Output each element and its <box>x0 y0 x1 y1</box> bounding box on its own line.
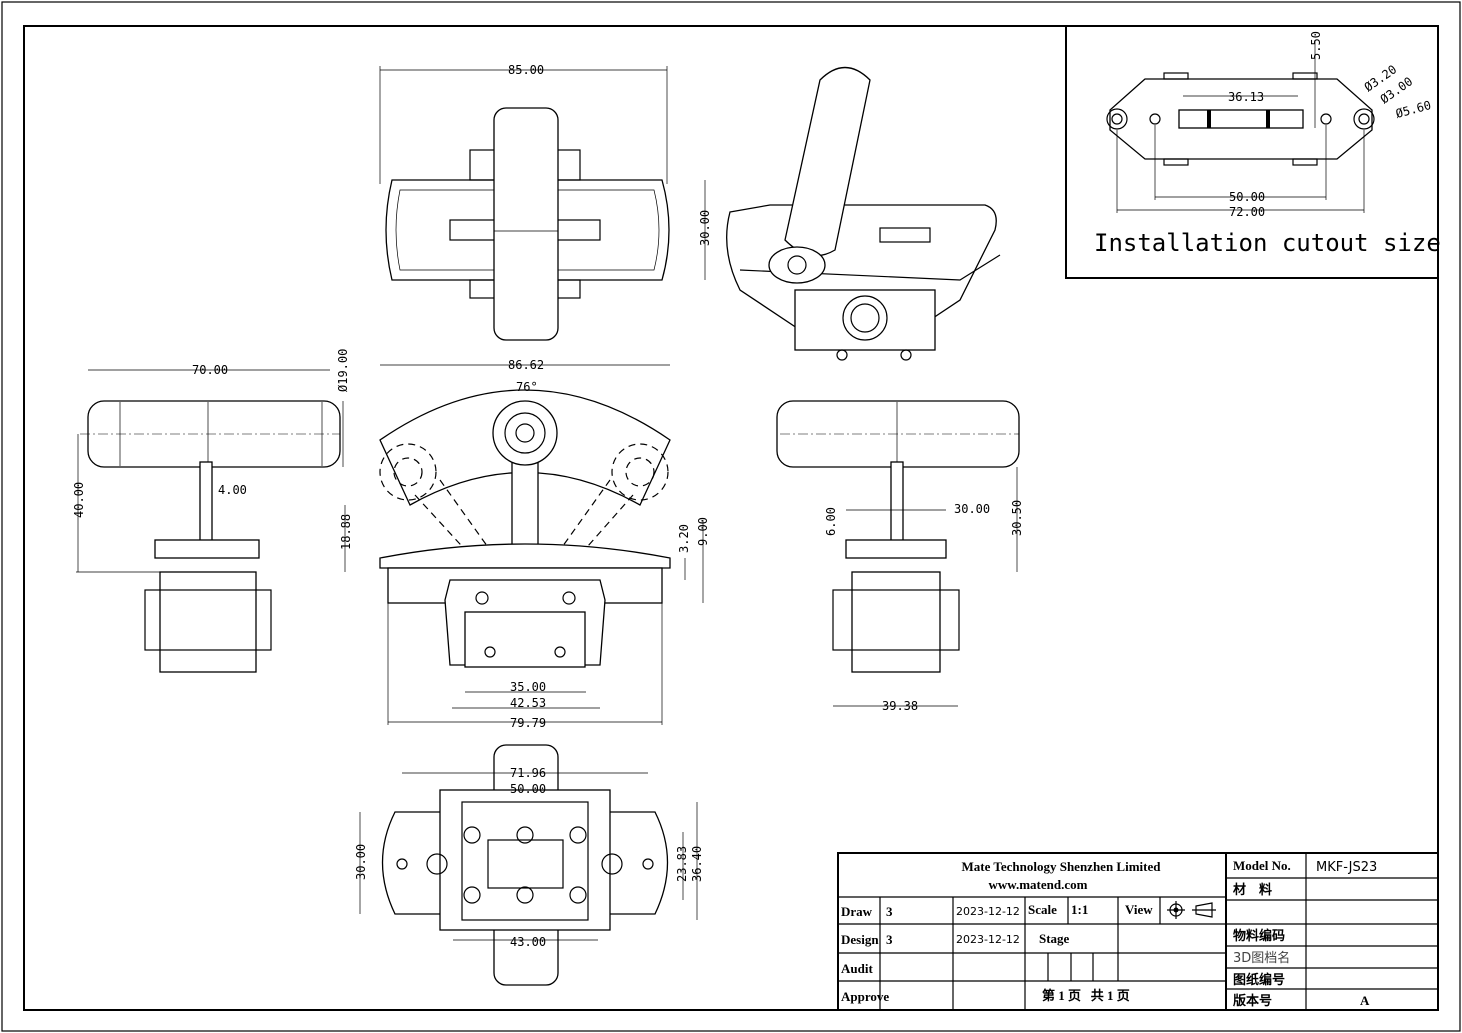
dim-top-height: 30.00 <box>698 210 712 246</box>
dim-right-w30: 30.00 <box>954 502 990 516</box>
projection-symbol-icon <box>1167 901 1216 919</box>
model-value: MKF-JS23 <box>1316 860 1377 875</box>
title-block: Mate Technology Shenzhen Limited www.mat… <box>837 852 1439 1011</box>
dim-w79: 79.79 <box>510 716 546 730</box>
dim-hole-large: Ø5.60 <box>1394 98 1433 121</box>
company-name: Mate Technology Shenzhen Limited <box>962 859 1162 874</box>
dim-bottom-w71: 71.96 <box>510 766 546 780</box>
dim-bottom-h23: 23.83 <box>675 846 689 882</box>
draw-date: 2023-12-12 <box>956 905 1020 918</box>
dim-w35: 35.00 <box>510 680 546 694</box>
approve-label: Approve <box>841 989 889 1004</box>
dim-grip-dia: Ø19.00 <box>336 349 350 392</box>
dim-top-width: 85.00 <box>508 63 544 77</box>
installation-cutout-view: 36.13 5.50 Ø3.20 Ø3.00 Ø5.60 50.00 72.00… <box>1065 25 1441 279</box>
left-side-view: 70.00 Ø19.00 4.00 40.00 <box>72 349 350 673</box>
model-label: Model No. <box>1233 858 1291 873</box>
audit-label: Audit <box>841 961 873 976</box>
dim-bottom-w50: 50.00 <box>510 782 546 796</box>
right-side-view: 30.00 6.00 30.50 39.38 <box>776 400 1024 713</box>
dim-hole-pitch: 50.00 <box>1229 190 1265 204</box>
version-value: A <box>1360 993 1370 1008</box>
bottom-view: 71.96 50.00 30.00 23.83 36.40 43.00 <box>354 744 704 986</box>
scale-label: Scale <box>1028 902 1057 917</box>
dim-bottom-w43: 43.00 <box>510 935 546 949</box>
dim-right-h6: 6.00 <box>824 507 838 536</box>
dim-right-h30: 30.50 <box>1010 500 1024 536</box>
design-date: 2023-12-12 <box>956 933 1020 946</box>
cutout-title: Installation cutout size <box>1094 229 1441 257</box>
dim-w42: 42.53 <box>510 696 546 710</box>
design-label: Design <box>841 932 879 947</box>
dim-right-w39: 39.38 <box>882 699 918 713</box>
dim-bottom-h36: 36.40 <box>690 846 704 882</box>
dim-shaft: 4.00 <box>218 483 247 497</box>
design-by: 3 <box>886 932 893 947</box>
top-view: 85.00 30.00 <box>379 63 712 341</box>
drawing-no-label: 图纸编号 <box>1233 972 1285 987</box>
company-website: www.matend.com <box>989 877 1088 892</box>
front-view: 86.62 76° 18.88 3.20 9.00 35.00 42.53 79… <box>339 358 710 730</box>
dim-slot-length: 36.13 <box>1228 90 1264 104</box>
dim-front-height: 18.88 <box>339 514 353 550</box>
dim-plate-total: 9.00 <box>696 517 710 546</box>
dim-bottom-h30: 30.00 <box>354 844 368 880</box>
draw-by: 3 <box>886 904 893 919</box>
dim-slot-height: 5.50 <box>1309 31 1323 60</box>
version-label: 版本号 <box>1233 993 1272 1008</box>
isometric-view <box>726 66 1001 361</box>
dim-grip-length: 70.00 <box>192 363 228 377</box>
dim-left-height: 40.00 <box>72 482 86 518</box>
file-3d-label: 3D图档名 <box>1233 950 1290 966</box>
dim-front-angle: 76° <box>516 380 538 394</box>
dim-overall: 72.00 <box>1229 205 1265 219</box>
draw-label: Draw <box>841 904 873 919</box>
dim-front-width: 86.62 <box>508 358 544 372</box>
page-count: 第 1 页 共 1 页 <box>1042 988 1130 1003</box>
scale-value: 1:1 <box>1071 902 1088 917</box>
dim-plate: 3.20 <box>677 524 691 553</box>
material-label: 材 料 <box>1233 882 1272 897</box>
stage-label: Stage <box>1039 931 1070 946</box>
inner-frame <box>23 25 1439 1011</box>
material-code-label: 物料编码 <box>1233 928 1285 943</box>
view-label: View <box>1125 902 1153 917</box>
